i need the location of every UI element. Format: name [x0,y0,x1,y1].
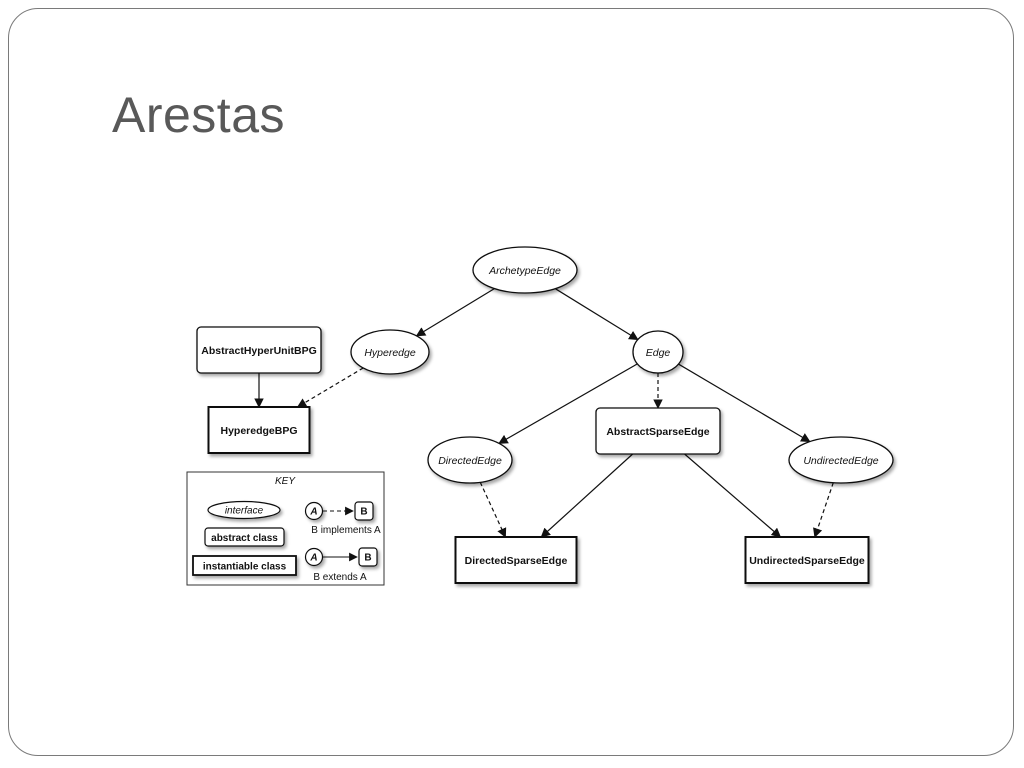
slide-frame [8,8,1014,756]
key-extends-label: B extends A [313,572,367,583]
key-ext-node-b [358,547,378,567]
key-impl-node-b [354,501,374,521]
key-ext-node-a-label: A [309,553,317,564]
node-shape-abstract-sparse-edge [595,407,721,455]
node-shape-hyperedge [350,329,430,375]
key-interface-shape [207,500,281,520]
node-undirected-sparse-edge: UndirectedSparseEdge [744,536,870,584]
edge-edge-to-undirected-edge [678,363,811,443]
key-impl-node-a [304,501,324,521]
key-ext-node-a [304,547,324,567]
slide-title: Arestas [112,87,286,143]
node-label-archetype-edge: ArchetypeEdge [488,265,561,277]
node-shape-archetype-edge [472,246,578,294]
node-hyperedge: Hyperedge [350,329,430,375]
key-impl-node-b-label: B [360,507,367,518]
key-ext-node-b-label: B [364,553,371,564]
node-label-edge: Edge [646,347,671,359]
key-instantiable-label: instantiable class [203,562,287,573]
node-label-undirected-sparse-edge: UndirectedSparseEdge [749,555,865,567]
node-shape-directed-edge [427,436,513,484]
key-instantiable-shape [192,555,297,576]
key-abstract-shape [204,527,285,547]
edge-abstract-sparse-edge-to-undirected-sparse-edge [684,453,782,538]
node-edge: Edge [632,330,684,374]
node-shape-hyperedge-bpg [207,406,311,454]
node-label-directed-sparse-edge: DirectedSparseEdge [465,555,568,567]
edge-undirected-edge-to-undirected-sparse-edge [813,482,834,538]
node-directed-edge: DirectedEdge [427,436,513,484]
key-abstract-label: abstract class [211,533,278,544]
node-abstract-sparse-edge: AbstractSparseEdge [595,407,721,455]
edge-edge-to-directed-edge [498,363,638,444]
node-shape-edge [632,330,684,374]
node-directed-sparse-edge: DirectedSparseEdge [454,536,578,584]
edge-hyperedge-to-hyperedge-bpg [296,367,364,408]
edge-archetype-edge-to-hyperedge [415,288,495,337]
key-interface-label: interface [225,506,264,517]
node-shape-undirected-edge [788,436,894,484]
edge-archetype-edge-to-edge [554,288,639,341]
node-shape-undirected-sparse-edge [744,536,870,584]
node-undirected-edge: UndirectedEdge [788,436,894,484]
node-label-undirected-edge: UndirectedEdge [803,455,878,467]
node-abstract-hyper-unit-bpg: AbstractHyperUnitBPG [196,326,322,374]
edges-layer [254,288,834,538]
edge-directed-edge-to-directed-sparse-edge [479,482,507,538]
node-label-hyperedge-bpg: HyperedgeBPG [220,425,297,437]
node-archetype-edge: ArchetypeEdge [472,246,578,294]
key-title: KEY [275,476,296,487]
node-label-abstract-sparse-edge: AbstractSparseEdge [606,426,709,438]
node-shape-abstract-hyper-unit-bpg [196,326,322,374]
node-label-hyperedge: Hyperedge [364,347,416,359]
node-shape-directed-sparse-edge [454,536,578,584]
node-label-directed-edge: DirectedEdge [438,455,502,467]
key-legend: KEY interface abstract class instantiabl… [186,471,385,586]
edge-abstract-sparse-edge-to-directed-sparse-edge [540,453,634,538]
key-implements-label: B implements A [311,525,381,536]
node-hyperedge-bpg: HyperedgeBPG [207,406,311,454]
node-label-abstract-hyper-unit-bpg: AbstractHyperUnitBPG [201,345,317,357]
key-impl-node-a-label: A [309,507,317,518]
